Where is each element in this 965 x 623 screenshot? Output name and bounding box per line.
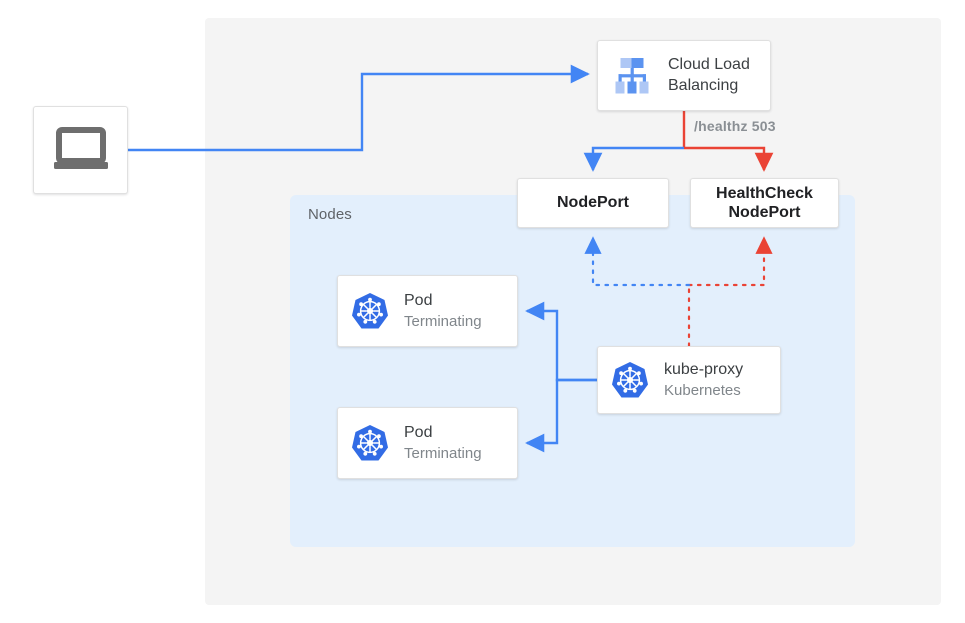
- cloud-load-balancing-node[interactable]: Cloud Load Balancing: [597, 40, 771, 111]
- pod-status-2: Terminating: [404, 444, 482, 462]
- healthcheck-nodeport-label-line2: NodePort: [728, 204, 801, 221]
- kube-proxy-subtitle: Kubernetes: [664, 381, 741, 399]
- client-laptop-node[interactable]: [33, 106, 128, 194]
- cloud-load-balancing-label: Cloud Load Balancing: [668, 55, 750, 96]
- pod-status-1: Terminating: [404, 312, 482, 330]
- cloud-load-balancing-title-line1: Cloud Load: [668, 56, 750, 74]
- pod-label-2: Pod Terminating: [404, 423, 482, 463]
- kube-proxy-label: kube-proxy Kubernetes: [664, 360, 743, 400]
- laptop-icon: [52, 127, 110, 173]
- healthz-edge-label: /healthz 503: [694, 118, 776, 134]
- kube-proxy-node[interactable]: kube-proxy Kubernetes: [597, 346, 781, 414]
- healthcheck-nodeport-node[interactable]: HealthCheck NodePort: [690, 178, 839, 228]
- pod-label-1: Pod Terminating: [404, 291, 482, 331]
- nodes-panel-label: Nodes: [308, 206, 352, 223]
- nodeport-label: NodePort: [557, 194, 629, 212]
- kubernetes-icon: [350, 291, 390, 331]
- healthcheck-nodeport-label: HealthCheck NodePort: [691, 179, 838, 227]
- pod-node-1[interactable]: Pod Terminating: [337, 275, 518, 347]
- healthcheck-nodeport-label-line1: HealthCheck: [716, 184, 813, 202]
- kube-proxy-title: kube-proxy: [664, 361, 744, 379]
- cloud-load-balancing-icon: [610, 56, 654, 96]
- pod-title-1: Pod: [404, 292, 433, 310]
- cloud-load-balancing-title-line2: Balancing: [668, 76, 739, 94]
- pod-node-2[interactable]: Pod Terminating: [337, 407, 518, 479]
- nodeport-node[interactable]: NodePort: [517, 178, 669, 228]
- kubernetes-icon: [350, 423, 390, 463]
- kubernetes-icon: [610, 360, 650, 400]
- pod-title-2: Pod: [404, 424, 433, 442]
